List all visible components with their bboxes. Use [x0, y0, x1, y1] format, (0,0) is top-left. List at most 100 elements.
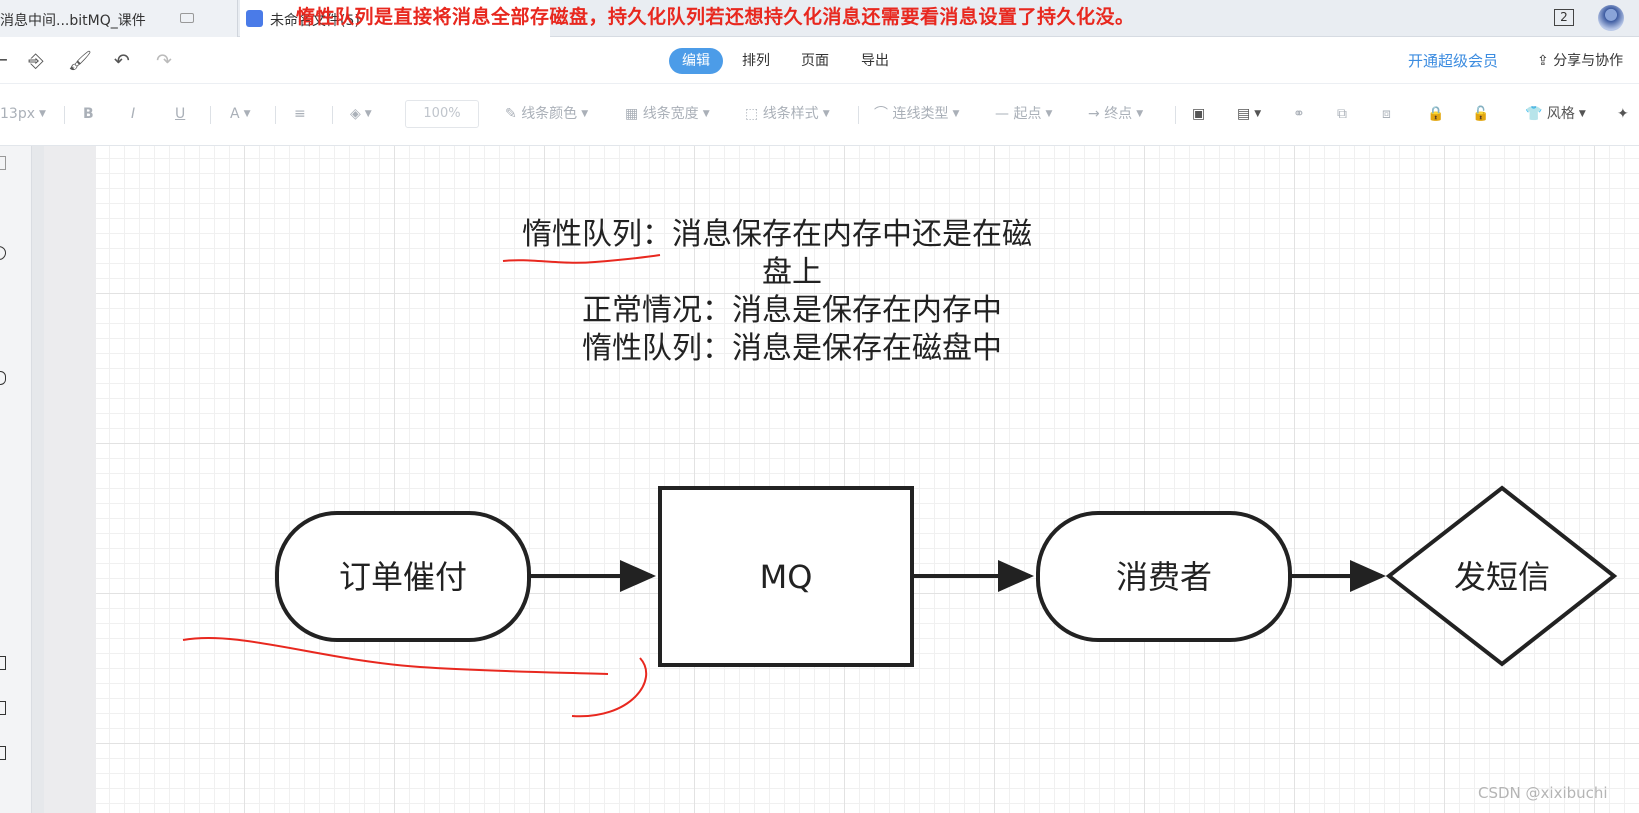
group-icon[interactable]: ⧉ — [1337, 106, 1347, 122]
chevron-down-icon: ▼ — [581, 109, 589, 119]
canvas-left-gutter — [44, 146, 96, 813]
back-icon[interactable]: ⌐ — [0, 50, 9, 72]
flowchart-app-icon — [246, 10, 263, 27]
tab-count-badge[interactable]: 2 — [1554, 9, 1574, 26]
fill-color-button[interactable]: ◈▼ — [350, 104, 372, 124]
shirt-icon: 👕 — [1525, 106, 1547, 122]
upgrade-vip-link[interactable]: 开通超级会员 — [1408, 52, 1499, 70]
pencil-icon: ✎ — [505, 106, 522, 122]
watermark: CSDN @xixibuchi — [1478, 784, 1608, 802]
node-consumer-label: 消费者 — [1116, 558, 1212, 596]
line-color-button[interactable]: ✎ 线条颜色▼ — [505, 104, 588, 124]
undo-icon[interactable]: ↶ — [114, 50, 130, 72]
drawing-canvas[interactable] — [96, 146, 1639, 813]
save-icon[interactable]: ⎆ — [28, 50, 44, 72]
document-shape-icon[interactable] — [0, 701, 6, 715]
image-icon[interactable]: ▣ — [1192, 106, 1206, 122]
divider — [1175, 106, 1176, 124]
lazy-queue-note[interactable]: 惰性队列：消息保存在内存中还是在磁 盘上 正常情况：消息是保存在内存中 惰性队列… — [502, 216, 1082, 368]
lock-icon[interactable]: 🔒 — [1427, 106, 1445, 122]
divider — [275, 106, 276, 124]
grid-icon: ▦ — [625, 106, 643, 122]
ungroup-icon[interactable]: ⧈ — [1382, 106, 1391, 122]
share-icon: ⇪ — [1537, 53, 1554, 69]
note-line-3: 正常情况：消息是保存在内存中 — [582, 293, 1002, 328]
tab-courseware-label: 消息中间...bitMQ_课件 — [0, 13, 146, 29]
browser-tab-bar: 消息中间...bitMQ_课件 未命名文件(5) 惰性队列是直接将消息全部存磁盘… — [0, 0, 1639, 37]
font-color-button[interactable]: A▼ — [230, 104, 251, 124]
curve-icon: ⌒ — [874, 106, 893, 122]
zoom-input[interactable]: 100% — [405, 100, 479, 128]
divider — [858, 106, 859, 124]
bold-button[interactable]: B — [83, 106, 94, 122]
note-line-4: 惰性队列：消息是保存在磁盘中 — [582, 331, 1002, 366]
italic-button[interactable]: I — [131, 106, 136, 122]
node-consumer-shape[interactable] — [1036, 511, 1292, 642]
node-mq-shape[interactable] — [658, 486, 914, 667]
unlock-icon[interactable]: 🔓 — [1472, 106, 1490, 122]
line-width-button[interactable]: ▦ 线条宽度▼ — [625, 104, 710, 124]
font-color-label: A — [230, 106, 240, 122]
line-icon: — — [995, 106, 1014, 122]
link-icon[interactable]: ⚭ — [1293, 106, 1305, 122]
font-size-value: 13px — [0, 106, 35, 122]
arrow-right-icon: → — [1088, 106, 1105, 122]
avatar[interactable] — [1598, 5, 1624, 31]
menu-export[interactable]: 导出 — [861, 53, 889, 69]
divider — [210, 106, 211, 124]
node-order-payment-label: 订单催付 — [339, 558, 467, 596]
chevron-down-icon: ▼ — [243, 109, 251, 119]
node-mq-label: MQ — [760, 558, 813, 596]
align-icon[interactable]: ≡ — [294, 106, 306, 122]
node-order-payment-shape[interactable] — [275, 511, 531, 642]
paint-bucket-icon: ◈ — [350, 106, 361, 122]
chevron-down-icon: ▼ — [1136, 109, 1144, 119]
chevron-down-icon: ▼ — [702, 109, 710, 119]
chevron-down-icon: ▼ — [1254, 109, 1262, 119]
sidebar-scrollbar[interactable] — [32, 146, 44, 813]
magic-wand-icon[interactable]: ✦ — [1617, 106, 1629, 122]
dashed-box-icon: ⬚ — [745, 106, 763, 122]
redo-icon[interactable]: ↷ — [156, 50, 172, 72]
start-point-button[interactable]: — 起点▼ — [995, 104, 1052, 124]
table-icon: ▤ — [1237, 106, 1251, 122]
menu-page[interactable]: 页面 — [801, 53, 829, 69]
tab-untitled-file[interactable]: 未命名文件(5) — [240, 0, 550, 37]
node-sms-shape[interactable] — [1385, 485, 1618, 667]
shape-library-sidebar: › — [0, 146, 32, 813]
table-button[interactable]: ▤▼ — [1237, 104, 1261, 124]
underline-button[interactable]: U — [175, 106, 186, 122]
tab-courseware[interactable]: 消息中间...bitMQ_课件 — [0, 0, 238, 37]
chevron-down-icon: ▼ — [952, 109, 960, 119]
menu-edit[interactable]: 编辑 — [669, 48, 723, 74]
share-button[interactable]: ⇪ 分享与协作 — [1537, 50, 1623, 70]
share-label: 分享与协作 — [1553, 53, 1624, 69]
line-color-label: 线条颜色 — [521, 106, 578, 122]
rect-shape-icon[interactable] — [0, 656, 6, 670]
chevron-down-icon: ▼ — [822, 109, 830, 119]
line-style-label: 线条样式 — [762, 106, 819, 122]
connector-type-button[interactable]: ⌒ 连线类型▼ — [874, 104, 959, 124]
chevron-down-icon: ▼ — [1045, 109, 1053, 119]
connector-type-label: 连线类型 — [892, 106, 949, 122]
annotation-stroke-curve — [571, 657, 647, 718]
annotation-underline-title — [502, 254, 661, 264]
chevron-down-icon: ▼ — [364, 109, 372, 119]
start-point-label: 起点 — [1013, 106, 1042, 122]
style-button[interactable]: 👕 风格▼ — [1525, 104, 1586, 124]
line-width-label: 线条宽度 — [642, 106, 699, 122]
page-shape-icon[interactable] — [0, 746, 6, 760]
menu-arrange[interactable]: 排列 — [742, 53, 770, 69]
tab-untitled-label: 未命名文件(5) — [270, 13, 360, 29]
format-painter-icon[interactable]: 🖌 — [68, 50, 93, 72]
chevron-down-icon: ▼ — [1578, 109, 1586, 119]
end-point-label: 终点 — [1104, 106, 1133, 122]
node-sms-label: 发短信 — [1454, 558, 1550, 596]
divider — [64, 106, 65, 124]
font-size-select[interactable]: 13px▼ — [0, 104, 46, 124]
panel-toggle-icon[interactable] — [0, 156, 6, 170]
format-toolbar: 13px▼ B I U A▼ ≡ ◈▼ 100% ✎ 线条颜色▼ ▦ 线条宽度▼… — [0, 84, 1639, 146]
end-point-button[interactable]: → 终点▼ — [1088, 104, 1143, 124]
line-style-button[interactable]: ⬚ 线条样式▼ — [745, 104, 830, 124]
